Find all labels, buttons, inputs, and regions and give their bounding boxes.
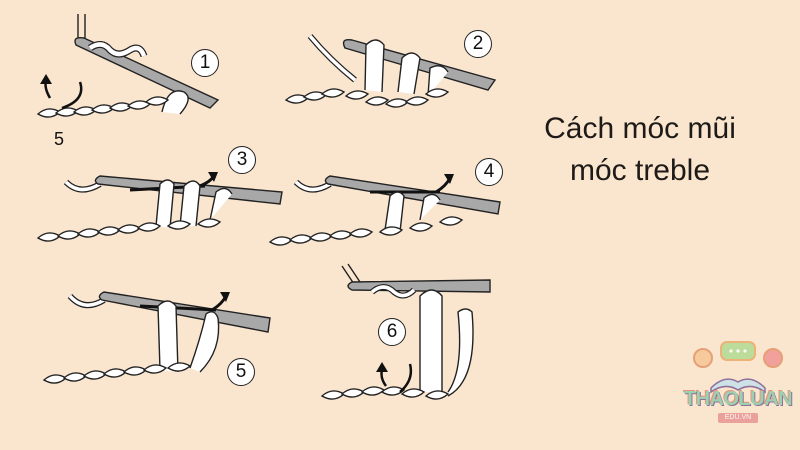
step-1-diagram [37, 14, 220, 118]
step-6-diagram [321, 263, 491, 400]
chain-count-label: 5 [54, 129, 65, 149]
step-2-diagram [285, 34, 497, 108]
logo-subtitle: EDU.VN [718, 413, 758, 423]
page-title: Cách móc mũi móc treble [505, 108, 775, 192]
thaoluan-logo: THAOLUAN EDU.VN [683, 338, 793, 438]
step-5-diagram [43, 291, 271, 384]
step-1-badge: 1 [191, 49, 219, 77]
title-line-2: móc treble [569, 154, 711, 187]
step-3-diagram [37, 172, 283, 242]
title-line-1: Cách móc mũi [544, 112, 736, 145]
step-3-badge: 3 [228, 146, 256, 174]
step-6-badge: 6 [378, 318, 406, 346]
step-2-badge: 2 [464, 30, 492, 58]
logo-emblem-icon [693, 341, 783, 394]
step-4-badge: 4 [475, 158, 503, 186]
step-5-badge: 5 [227, 358, 255, 386]
logo-name: THAOLUAN [683, 388, 793, 410]
step-4-diagram [269, 174, 501, 246]
